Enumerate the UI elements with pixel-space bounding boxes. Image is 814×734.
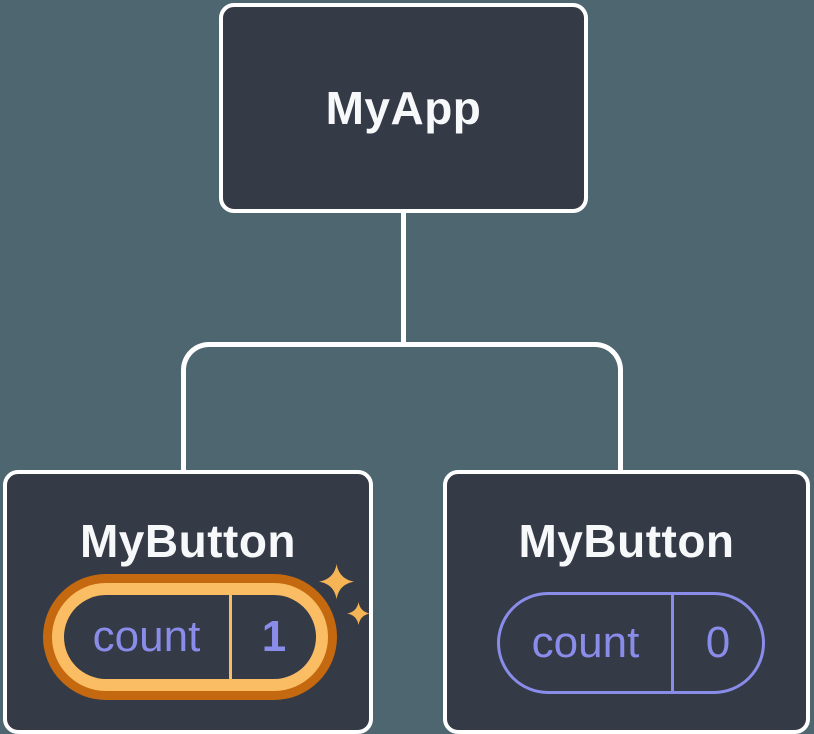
child-node-mybutton-left: MyButton count 1: [3, 470, 373, 734]
child-node-mybutton-right: MyButton count 0: [443, 470, 810, 734]
root-node-label: MyApp: [325, 82, 482, 134]
child-node-label: MyButton: [79, 515, 297, 567]
state-pill-divider: [671, 595, 674, 691]
state-pill-body: count 1: [64, 595, 316, 679]
child-node-label: MyButton: [518, 515, 735, 567]
edge-root-stem: [401, 211, 406, 347]
state-value: 1: [261, 612, 287, 661]
state-pill-divider: [229, 595, 232, 679]
root-node-myapp: MyApp: [219, 3, 588, 213]
sparkles-icon: [319, 564, 371, 626]
state-pill: count 0: [497, 592, 765, 694]
state-pill-highlight-ring: count 1: [52, 583, 328, 691]
state-key: count: [531, 618, 640, 667]
state-value: 0: [705, 618, 731, 667]
edge-branch-to-children: [181, 342, 623, 472]
state-pill-highlighted: count 1: [43, 574, 337, 700]
state-key: count: [92, 612, 201, 661]
